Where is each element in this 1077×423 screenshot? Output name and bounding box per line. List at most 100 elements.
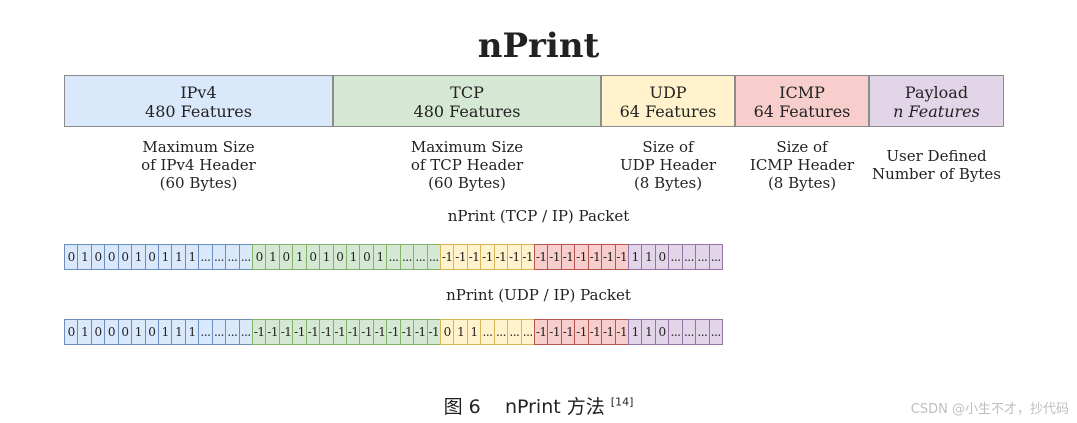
tcp-ip-packet-caption: nPrint (TCP / IP) Packet	[447, 207, 630, 225]
packet-cell: 0	[654, 319, 670, 345]
packet-cell: 1	[372, 244, 388, 270]
packet-cell: 1	[319, 244, 334, 270]
packet-cell: -1	[292, 319, 307, 345]
packet-cell: 1	[453, 319, 468, 345]
packet-cell: -1	[372, 319, 388, 345]
description-line: (60 Bytes)	[428, 174, 506, 192]
packet-cell: 0	[654, 244, 670, 270]
section-name: TCP	[450, 83, 484, 102]
packet-cell: 1	[184, 319, 200, 345]
section-name: UDP	[649, 83, 687, 102]
packet-cell: -1	[399, 319, 415, 345]
description-line: ICMP Header	[749, 156, 855, 174]
packet-cell: -1	[587, 244, 603, 270]
packet-cell: ...	[238, 319, 253, 345]
packet-cell: 0	[90, 244, 106, 270]
section-name: IPv4	[180, 83, 217, 102]
packet-cell: 1	[131, 319, 146, 345]
packet-cell: -1	[265, 319, 280, 345]
packet-cell: -1	[453, 244, 468, 270]
packet-cell: ...	[681, 319, 697, 345]
figure-text: nPrint 方法	[504, 396, 605, 418]
packet-cell: ...	[507, 319, 522, 345]
packet-cell: -1	[413, 319, 428, 345]
packet-cell: ...	[211, 244, 227, 270]
description-line: of IPv4 Header	[141, 156, 256, 174]
packet-cell: -1	[574, 319, 589, 345]
packet-cell: -1	[614, 319, 629, 345]
packet-cell: -1	[426, 319, 441, 345]
packet-cell: 0	[117, 319, 133, 345]
packet-cell: ...	[413, 244, 428, 270]
description-line: User Defined	[886, 147, 987, 165]
packet-cell: -1	[493, 244, 509, 270]
packet-cell: 0	[332, 244, 347, 270]
packet-cell: -1	[359, 319, 374, 345]
packet-cell: 0	[359, 244, 374, 270]
section-features: 64 Features	[753, 102, 851, 121]
packet-cell: -1	[278, 319, 294, 345]
packet-cell: -1	[601, 244, 616, 270]
packet-cell: 0	[104, 244, 119, 270]
packet-cell: 0	[252, 244, 267, 270]
description-line: Maximum Size	[142, 138, 255, 156]
packet-cell: 1	[265, 244, 280, 270]
section-name: Payload	[904, 83, 969, 102]
description-line: Maximum Size	[410, 138, 524, 156]
packet-cell: 0	[305, 244, 321, 270]
packet-cell: 1	[171, 319, 186, 345]
packet-cell: -1	[560, 244, 576, 270]
section-name: ICMP	[779, 83, 825, 102]
section-features: 64 Features	[619, 102, 717, 121]
packet-cell: 0	[117, 244, 133, 270]
figure-label: 图 6	[443, 396, 481, 418]
description-line: (8 Bytes)	[633, 174, 703, 192]
section-features: 480 Features	[413, 102, 521, 121]
description-line: Size of	[642, 138, 694, 156]
packet-cell: -1	[252, 319, 267, 345]
packet-cell: 0	[278, 244, 294, 270]
diagram-title: nPrint	[477, 26, 600, 66]
packet-cell: 1	[171, 244, 186, 270]
packet-cell: ...	[238, 244, 253, 270]
packet-cell: -1	[574, 244, 589, 270]
packet-cell: ...	[225, 244, 240, 270]
features-label: Features	[903, 102, 980, 121]
section-features: 480 Features	[145, 102, 252, 121]
figure-reference: [14]	[610, 395, 634, 409]
packet-cell: 1	[184, 244, 200, 270]
section-features: n Features	[870, 102, 1003, 121]
packet-cell: 0	[144, 244, 159, 270]
packet-cell: 1	[292, 244, 307, 270]
packet-cell: -1	[534, 244, 549, 270]
udp-ip-packet-caption: nPrint (UDP / IP) Packet	[446, 286, 631, 304]
packet-cell: 1	[641, 244, 656, 270]
packet-cell: -1	[601, 319, 616, 345]
packet-cell: 0	[64, 319, 79, 345]
packet-cell: -1	[520, 244, 535, 270]
packet-cell: -1	[466, 244, 482, 270]
figure-caption: 图 6 nPrint 方法 [14]	[0, 392, 1077, 419]
description-line: (8 Bytes)	[767, 174, 837, 192]
packet-cell: 0	[90, 319, 106, 345]
description-line: Size of	[776, 138, 828, 156]
packet-cell: 1	[77, 319, 92, 345]
packet-cell: -1	[480, 244, 495, 270]
packet-cell: -1	[319, 319, 334, 345]
packet-cell: -1	[386, 319, 401, 345]
packet-cell: ...	[480, 319, 495, 345]
packet-cell: 1	[466, 319, 482, 345]
packet-cell: -1	[440, 244, 455, 270]
packet-cell: -1	[560, 319, 576, 345]
packet-cell: ...	[668, 244, 683, 270]
features-n-variable: n	[893, 102, 904, 121]
packet-cell: -1	[547, 244, 562, 270]
description-line: Number of Bytes	[872, 165, 1001, 183]
